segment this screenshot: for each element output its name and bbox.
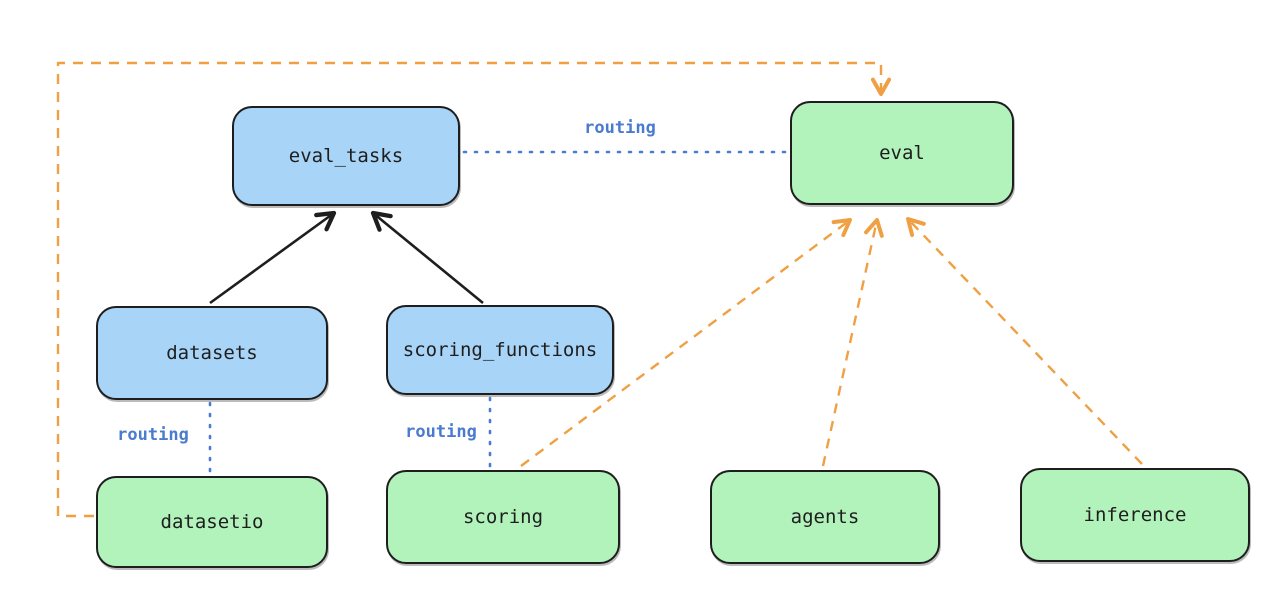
edge-datasetio-to-eval xyxy=(56,61,892,518)
edge-label-routing-scoring-functions-scoring: routing xyxy=(405,422,477,442)
edge-scoring-functions-to-eval-tasks xyxy=(370,210,484,305)
node-datasets: datasets xyxy=(96,306,328,400)
node-eval-tasks: eval_tasks xyxy=(232,106,460,206)
node-datasets-label: datasets xyxy=(166,342,258,364)
edge-label-routing-datasets-datasetio: routing xyxy=(117,425,189,445)
node-scoring-functions-label: scoring_functions xyxy=(402,339,598,361)
node-datasetio-label: datasetio xyxy=(160,511,264,533)
node-inference-label: inference xyxy=(1083,504,1187,526)
edge-datasets-to-eval-tasks xyxy=(209,210,337,305)
node-scoring: scoring xyxy=(386,470,620,564)
node-scoring-label: scoring xyxy=(462,506,544,528)
node-eval: eval xyxy=(790,101,1014,205)
node-scoring-functions: scoring_functions xyxy=(386,305,614,395)
edge-inference-to-eval xyxy=(906,217,1143,465)
node-agents: agents xyxy=(710,470,940,564)
node-eval-tasks-label: eval_tasks xyxy=(288,145,404,167)
node-datasetio: datasetio xyxy=(96,476,328,568)
node-eval-label: eval xyxy=(879,142,925,164)
node-inference: inference xyxy=(1020,468,1250,562)
edge-agents-to-eval xyxy=(821,218,884,467)
node-agents-label: agents xyxy=(790,506,860,528)
edge-label-routing-eval-tasks-eval: routing xyxy=(584,118,656,138)
